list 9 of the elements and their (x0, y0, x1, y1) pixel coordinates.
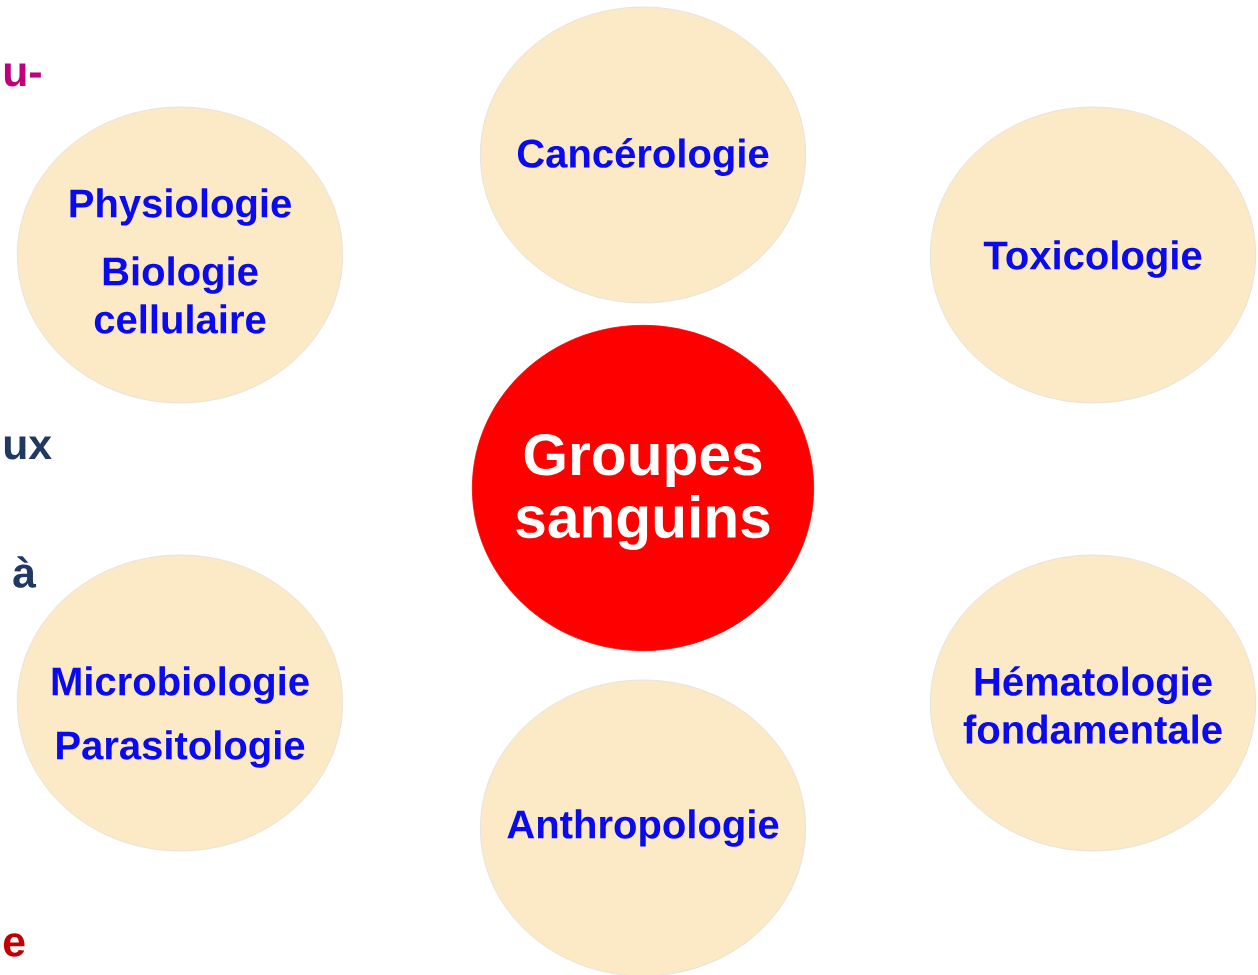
circle-node: Cancérologie (479, 6, 807, 304)
text-fragment: ux (4, 436, 52, 460)
text-fragment: à (13, 556, 37, 588)
text-fragment: e (3, 933, 25, 957)
circle-node: Anthropologie (479, 679, 807, 975)
circle-node: Physiologie Biologie cellulaire (16, 106, 344, 404)
circle-node: Hématologie fondamentale (929, 554, 1257, 852)
text-fragment: u- (4, 63, 41, 87)
circle-node: Toxicologie (929, 106, 1257, 404)
